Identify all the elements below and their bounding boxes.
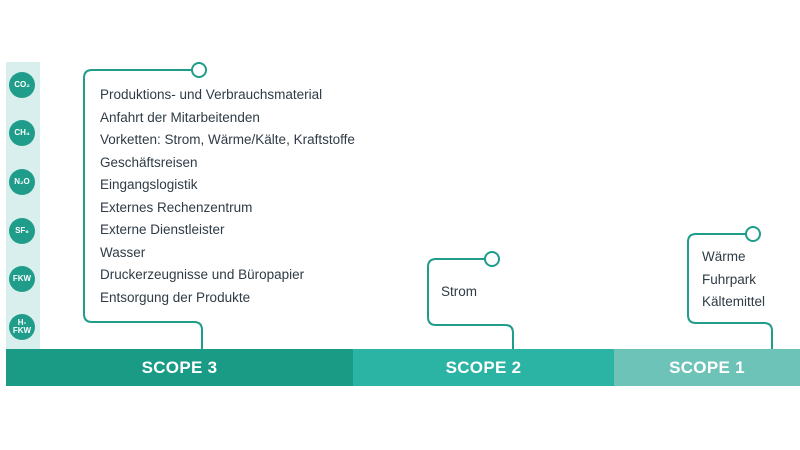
gas-label: CO₂ [14, 80, 30, 89]
gas-badge-ch4: CH₄ [9, 120, 35, 146]
scope2-connector [427, 258, 514, 349]
scope3-item-list: Produktions- und Verbrauchsmaterial Anfa… [100, 84, 355, 309]
scope3-item: Externe Dienstleister [100, 222, 225, 237]
scope1-item-list: Wärme Fuhrpark Kältemittel [702, 246, 765, 314]
scope3-item: Eingangslogistik [100, 177, 198, 192]
scope1-bar: SCOPE 1 [614, 349, 800, 386]
scope3-bar: SCOPE 3 [6, 349, 353, 386]
scope3-item: Geschäftsreisen [100, 154, 198, 170]
gas-badge-fkw: FKW [9, 266, 35, 292]
gas-badge-hfkw: H- FKW [9, 314, 35, 340]
scope3-item: Produktions- und Verbrauchsmaterial [100, 87, 323, 102]
gas-badge-n2o: N₂O [9, 169, 35, 195]
scope1-connector-dot [745, 226, 761, 242]
scope1-connector [687, 233, 773, 349]
scope2-connector-dot [484, 251, 500, 267]
scope3-item: Wasser [100, 244, 146, 260]
gas-strip [6, 62, 40, 352]
gas-label: CH₄ [14, 128, 30, 137]
scope3-item: Externes Rechenzentrum [100, 199, 253, 215]
gas-badge-sf6: SF₆ [9, 218, 35, 244]
scope3-item: Anfahrt der Mitarbeitenden [100, 109, 260, 125]
scope1-item: Kältemittel [702, 294, 766, 309]
gas-badge-co2: CO₂ [9, 72, 35, 98]
gas-label: SF₆ [15, 226, 29, 235]
scope2-item: Strom [441, 284, 478, 299]
scope3-item: Entsorgung der Produkte [100, 289, 251, 305]
scope1-item: Wärme [702, 249, 746, 264]
scope1-label: SCOPE 1 [669, 357, 745, 377]
gas-label: N₂O [14, 177, 30, 186]
gas-label: H- FKW [12, 318, 32, 335]
gas-label: FKW [12, 274, 32, 283]
scope1-item: Fuhrpark [702, 271, 757, 287]
scope3-connector-dot [191, 62, 207, 78]
scope3-item: Vorketten: Strom, Wärme/Kälte, Kraftstof… [100, 132, 355, 147]
scope2-bar: SCOPE 2 [353, 349, 614, 386]
scope3-label: SCOPE 3 [141, 357, 218, 377]
scope3-connector [83, 69, 203, 349]
scope2-item-list: Strom [441, 281, 477, 304]
scope3-item: Druckerzeugnisse und Büropapier [100, 267, 305, 282]
scope2-label: SCOPE 2 [445, 357, 522, 377]
